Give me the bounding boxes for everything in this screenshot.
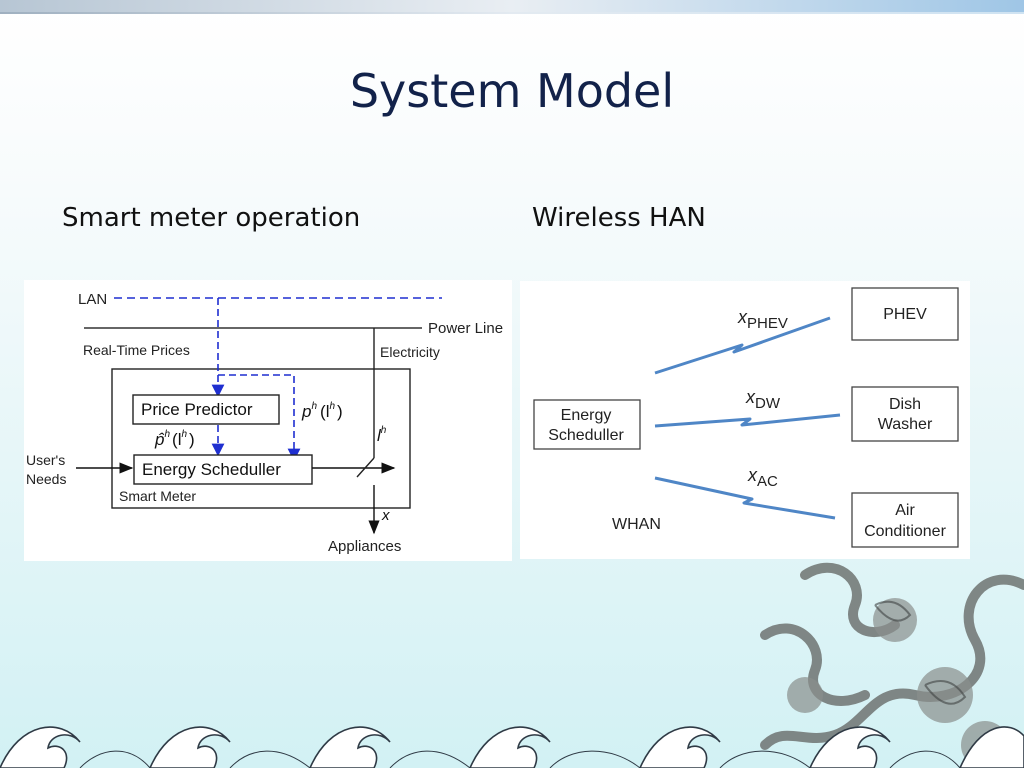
x-label: x bbox=[381, 507, 390, 524]
smart-meter-label: Smart Meter bbox=[119, 488, 196, 504]
users-needs-label-2: Needs bbox=[26, 471, 66, 487]
dw-wireless-link bbox=[654, 413, 841, 428]
han-energy-scheduler-label-2: Scheduller bbox=[548, 427, 624, 444]
wireless-han-svg: Energy Scheduller PHEV Dish Washer Air C… bbox=[533, 287, 959, 548]
dish-washer-label-2: Washer bbox=[878, 416, 933, 433]
smart-meter-svg: LAN Power Line Real-Time Prices Electric… bbox=[26, 291, 503, 555]
phev-label: PHEV bbox=[883, 306, 927, 323]
top-accent-bar bbox=[0, 0, 1024, 12]
users-needs-label-1: User's bbox=[26, 452, 65, 468]
right-heading: Wireless HAN bbox=[532, 203, 706, 233]
slide-title: System Model bbox=[349, 64, 675, 118]
lan-label: LAN bbox=[78, 291, 107, 308]
price-predictor-label: Price Predictor bbox=[141, 400, 253, 419]
smart-meter-box bbox=[111, 368, 411, 509]
x-ac-label: xAC bbox=[747, 465, 778, 490]
phev-wireless-link bbox=[654, 316, 831, 375]
appliances-label: Appliances bbox=[328, 538, 401, 555]
phev-box bbox=[851, 287, 959, 341]
ac-wireless-link bbox=[654, 476, 836, 520]
dish-washer-box bbox=[851, 386, 959, 442]
switch-line bbox=[356, 457, 375, 478]
electricity-label: Electricity bbox=[380, 344, 440, 360]
waves-decoration bbox=[0, 726, 1024, 768]
han-energy-scheduler-box bbox=[533, 399, 641, 450]
left-heading: Smart meter operation bbox=[62, 203, 361, 233]
x-dw-label: xDW bbox=[745, 387, 781, 412]
air-conditioner-label-1: Air bbox=[895, 502, 915, 519]
han-energy-scheduler-label-1: Energy bbox=[561, 407, 612, 424]
lh-label: lh bbox=[377, 425, 387, 445]
power-line-label: Power Line bbox=[428, 320, 503, 337]
real-time-prices-label: Real-Time Prices bbox=[83, 342, 190, 358]
air-conditioner-box bbox=[851, 492, 959, 548]
price-predictor-box bbox=[132, 394, 280, 425]
top-accent-line bbox=[0, 12, 1024, 14]
wireless-han-diagram: Energy Scheduller PHEV Dish Washer Air C… bbox=[520, 281, 970, 559]
dish-washer-label-1: Dish bbox=[889, 396, 921, 413]
energy-scheduler-label: Energy Scheduller bbox=[142, 460, 281, 479]
phat-label: p̂h(lh) bbox=[154, 429, 195, 449]
energy-scheduler-box bbox=[133, 454, 313, 485]
lan-to-scheduler-arrow bbox=[218, 374, 301, 462]
x-phev-label: xPHEV bbox=[737, 307, 788, 332]
smart-meter-diagram: LAN Power Line Real-Time Prices Electric… bbox=[24, 280, 512, 561]
air-conditioner-label-2: Conditioner bbox=[864, 523, 947, 540]
ph-label: ph(lh) bbox=[301, 401, 343, 421]
whan-label: WHAN bbox=[612, 516, 661, 533]
